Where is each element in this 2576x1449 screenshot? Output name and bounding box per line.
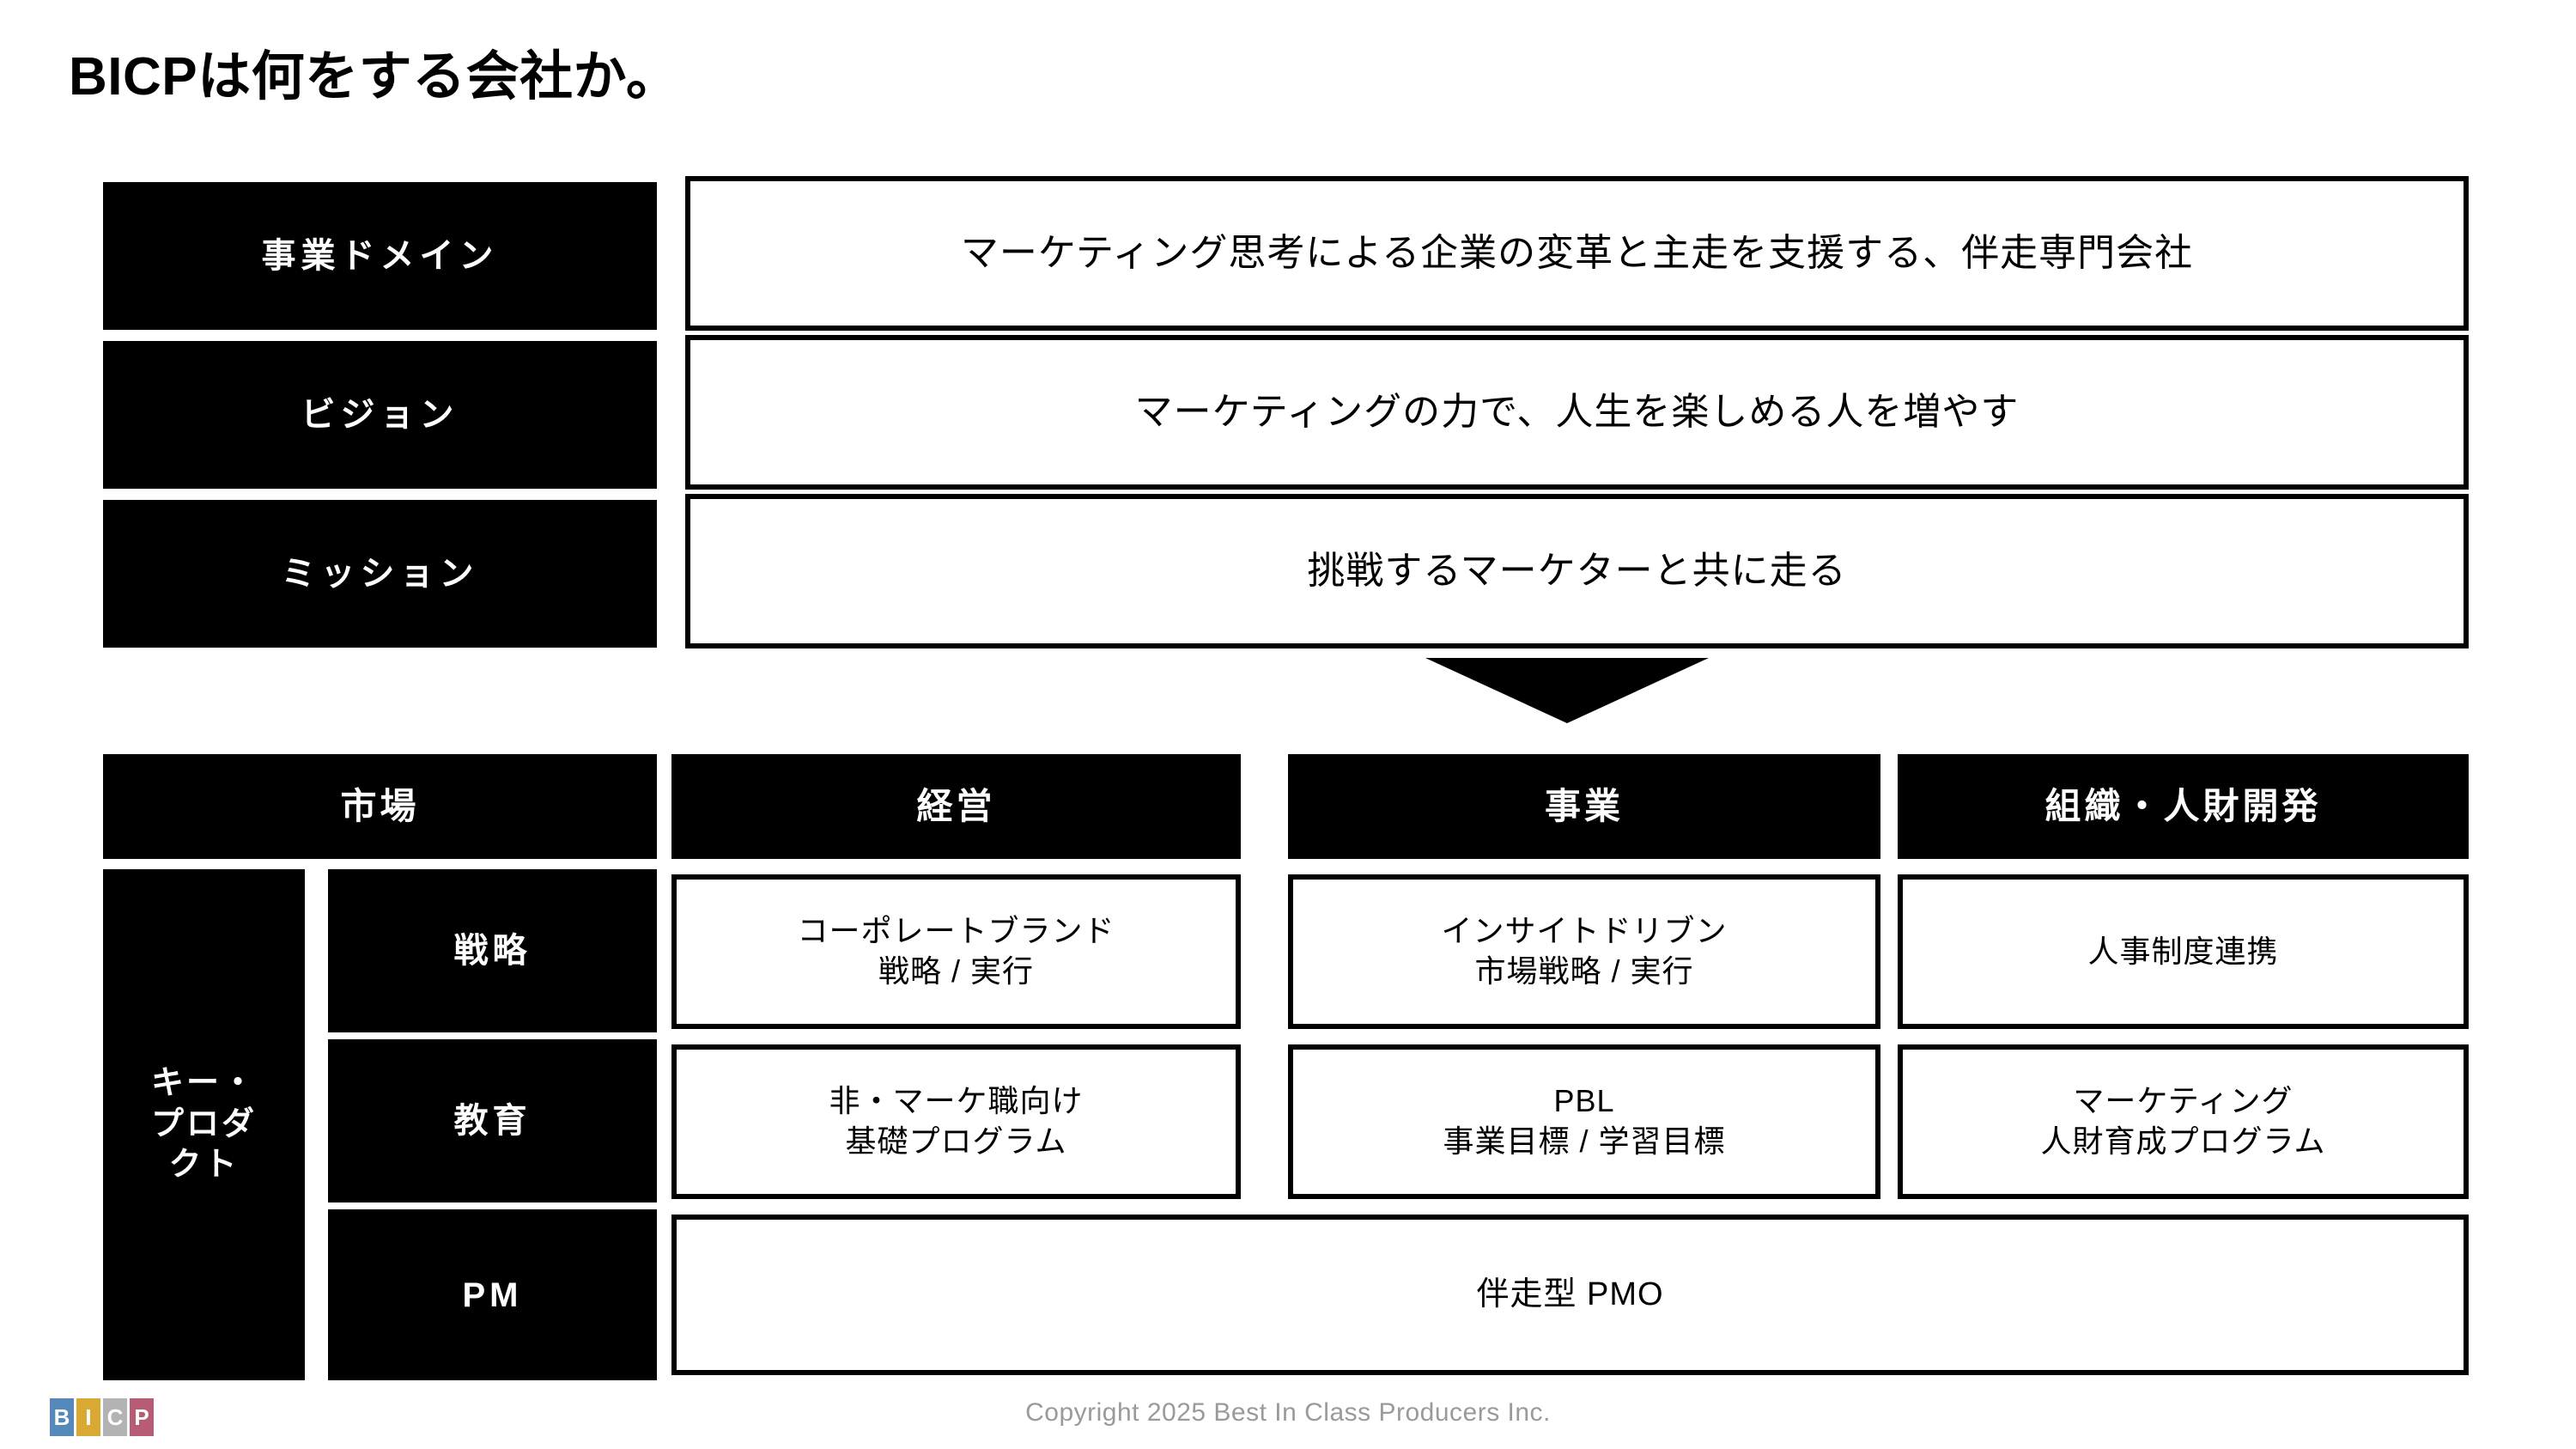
cell-line-2: 戦略 / 実行 (878, 953, 1034, 989)
matrix-cell-education-organization: マーケティング 人財育成プログラム (1898, 1044, 2469, 1199)
matrix-sidebar-key-product: キー・ プロダ クト (103, 869, 305, 1380)
matrix-cell-strategy-organization: 人事制度連携 (1898, 874, 2469, 1029)
cell-line-1: インサイトドリブン (1441, 913, 1728, 949)
matrix-cell-education-business: PBL 事業目標 / 学習目標 (1288, 1044, 1880, 1199)
matrix-cell-education-management: 非・マーケ職向け 基礎プログラム (671, 1044, 1241, 1199)
matrix-header-organization: 組織・人財開発 (1898, 754, 2469, 859)
matrix-header-market: 市場 (103, 754, 657, 859)
logo-tile-i: I (76, 1398, 100, 1436)
logo-tile-b: B (50, 1398, 74, 1436)
cell-line-1: コーポレートブランド (797, 913, 1115, 949)
matrix-cell-strategy-business: インサイトドリブン 市場戦略 / 実行 (1288, 874, 1880, 1029)
logo-tile-c: C (103, 1398, 127, 1436)
matrix-header-management: 経営 (671, 754, 1241, 859)
identity-value-vision: マーケティングの力で、人生を楽しめる人を増やす (685, 335, 2469, 490)
cell-line-2: 基礎プログラム (845, 1123, 1067, 1159)
cell-line-1: 非・マーケ職向け (829, 1083, 1084, 1119)
matrix-cell-pm-span: 伴走型 PMO (671, 1215, 2469, 1375)
matrix-header-business: 事業 (1288, 754, 1880, 859)
identity-value-mission: 挑戦するマーケターと共に走る (685, 494, 2469, 648)
copyright-text: Copyright 2025 Best In Class Producers I… (1025, 1398, 1551, 1427)
identity-label-domain: 事業ドメイン (103, 182, 657, 330)
matrix-row-label-pm: PM (328, 1209, 657, 1380)
cell-line-1: PBL (1553, 1083, 1615, 1119)
cell-line-2: 事業目標 / 学習目標 (1443, 1123, 1726, 1159)
down-arrow-icon (1425, 658, 1709, 723)
cell-line-1: マーケティング (2073, 1083, 2293, 1119)
page-title: BICPは何をする会社か。 (69, 47, 680, 107)
cell-line-1: 人事制度連携 (2087, 933, 2279, 969)
key-product-line-3: クト (168, 1147, 240, 1184)
logo-tile-p: P (130, 1398, 154, 1436)
identity-value-domain: マーケティング思考による企業の変革と主走を支援する、伴走専門会社 (685, 176, 2469, 331)
key-product-line-1: キー・ (150, 1065, 257, 1102)
matrix-row-label-strategy: 戦略 (328, 869, 657, 1032)
matrix-cell-strategy-management: コーポレートブランド 戦略 / 実行 (671, 874, 1241, 1029)
identity-label-vision: ビジョン (103, 341, 657, 489)
bicp-logo: B I C P (50, 1398, 154, 1436)
cell-line-2: 市場戦略 / 実行 (1474, 953, 1694, 989)
cell-line-2: 人財育成プログラム (2040, 1123, 2326, 1159)
key-product-line-2: プロダ (150, 1105, 257, 1142)
identity-label-mission: ミッション (103, 500, 657, 648)
matrix-row-label-education: 教育 (328, 1039, 657, 1202)
